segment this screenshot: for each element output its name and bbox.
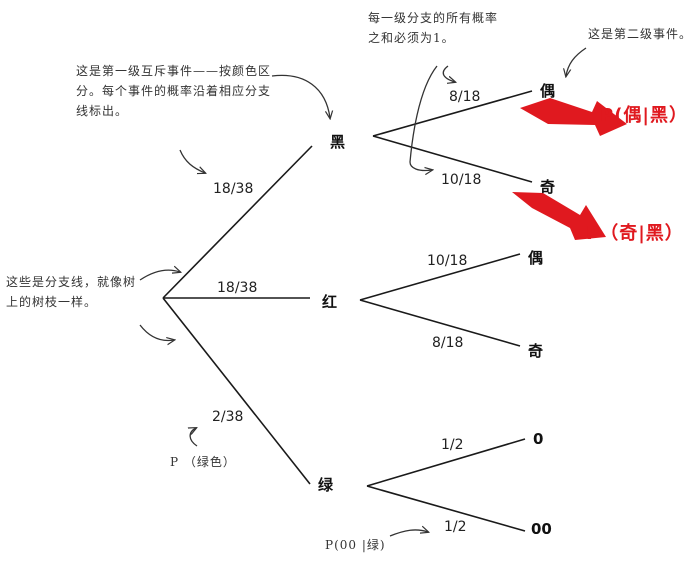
branch-green-00 [366,485,526,532]
prob-red-odd: 8/18 [432,335,464,351]
arrow-first-prob [179,149,205,173]
arrow-second-level [566,47,587,76]
prob-green: 2/38 [212,409,244,425]
note-branches: 这些是分支线，就像树上的树枝一样。 [6,275,137,309]
node-green: 绿 [318,476,334,494]
branch-root-black [162,145,313,299]
node-green-00: 00 [531,520,552,538]
node-green-0: 0 [533,430,544,448]
prob-black-even: 8/18 [449,89,481,105]
note-second-level: 这是第二级事件。 [588,27,693,41]
arrow-sum-upper [442,65,455,82]
branch-black-odd [372,135,533,183]
node-black-even: 偶 [540,82,556,100]
note-first-level: 这是第一级互斥事件——按颜色区分。每个事件的概率沿着相应分支线标出。 [76,64,272,118]
node-black-odd: 奇 [540,178,556,196]
arrow-branches-upper [139,270,180,281]
prob-green-0: 1/2 [441,437,464,453]
node-red-odd: 奇 [528,342,544,360]
prob-green-00: 1/2 [444,519,467,535]
arrow-first-level [271,74,330,118]
branch-black-even [372,90,533,137]
arrow-p-00 [389,530,428,537]
arrow-sum-lower [409,65,438,171]
callout-p-odd-given-black: P（奇|黑） [586,223,684,244]
node-black: 黑 [330,133,346,151]
note-p-00: P(00 |绿) [325,538,386,552]
branch-red-odd [359,299,521,347]
note-second-sum: 每一级分支的所有概率之和必须为1。 [368,11,499,45]
branch-root-green [162,297,311,485]
branch-red-even [359,253,521,301]
red-arrow-odd [512,192,606,240]
callout-p-even-given-black: P(偶|黑） [600,105,688,126]
note-p-green: P （绿色） [170,455,236,469]
node-red: 红 [322,293,338,311]
arrow-p-green [190,428,197,447]
arrow-branches-lower [139,324,174,340]
node-red-even: 偶 [528,249,544,267]
red-arrow-even [520,98,627,136]
prob-black: 18/38 [213,181,254,197]
prob-red: 18/38 [217,280,258,296]
prob-black-odd: 10/18 [441,172,482,188]
branch-green-0 [366,438,526,487]
prob-red-even: 10/18 [427,253,468,269]
